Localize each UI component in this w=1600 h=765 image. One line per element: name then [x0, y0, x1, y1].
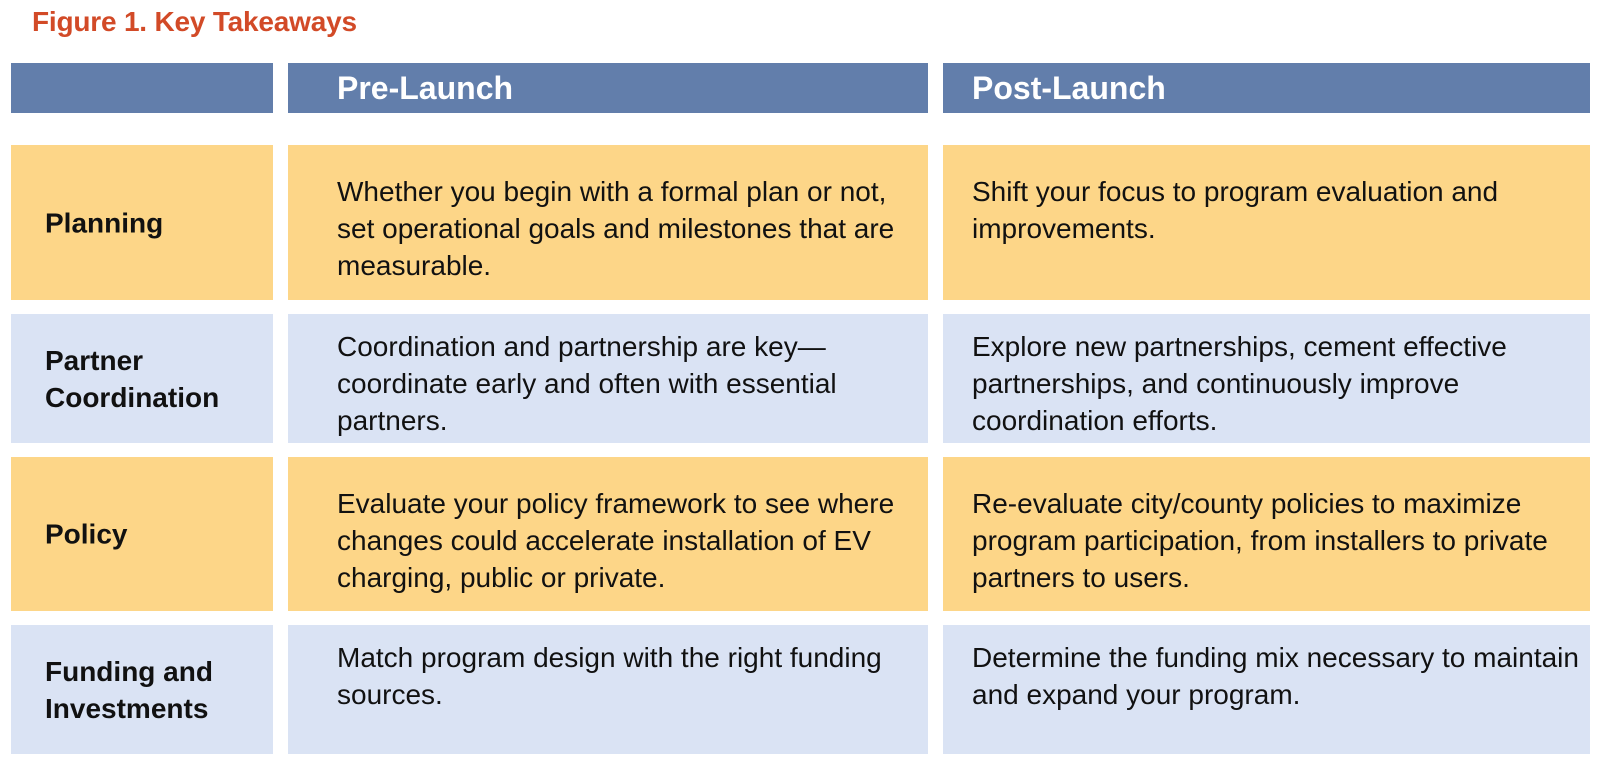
row-label-cell-partner-coordination: Partner Coordination: [11, 314, 273, 443]
pre-launch-cell-funding-and-investments: Match program design with the right fund…: [288, 625, 928, 754]
post-launch-text: Shift your focus to program evaluation a…: [972, 176, 1499, 244]
post-launch-text: Re-evaluate city/county policies to maxi…: [972, 488, 1548, 593]
pre-launch-cell-planning: Whether you begin with a formal plan or …: [288, 145, 928, 300]
post-launch-text: Explore new partnerships, cement effecti…: [972, 331, 1507, 436]
header-pre-launch-cell: Pre-Launch: [288, 63, 928, 113]
header-post-launch: Post-Launch: [972, 70, 1166, 106]
pre-launch-text: Whether you begin with a formal plan or …: [337, 176, 895, 281]
post-launch-cell-planning: Shift your focus to program evaluation a…: [943, 145, 1590, 300]
row-label-cell-policy: Policy: [11, 457, 273, 611]
row-label: Planning: [45, 207, 164, 238]
header-pre-launch: Pre-Launch: [337, 70, 514, 106]
post-launch-text: Determine the funding mix necessary to m…: [972, 642, 1579, 710]
figure-title: Figure 1. Key Takeaways: [32, 6, 357, 37]
pre-launch-cell-policy: Evaluate your policy framework to see wh…: [288, 457, 928, 611]
row-label: Funding and Investments: [45, 655, 213, 724]
row-label-cell-planning: Planning: [11, 145, 273, 300]
pre-launch-text: Coordination and partnership are key—coo…: [337, 331, 837, 436]
header-post-launch-cell: Post-Launch: [943, 63, 1590, 113]
post-launch-cell-funding-and-investments: Determine the funding mix necessary to m…: [943, 625, 1590, 754]
pre-launch-text: Match program design with the right fund…: [337, 642, 882, 710]
post-launch-cell-partner-coordination: Explore new partnerships, cement effecti…: [943, 314, 1590, 443]
row-label-cell-funding-and-investments: Funding and Investments: [11, 625, 273, 754]
row-label: Partner Coordination: [45, 344, 220, 413]
pre-launch-text: Evaluate your policy framework to see wh…: [337, 488, 895, 593]
header-corner-cell: [11, 63, 273, 113]
post-launch-cell-policy: Re-evaluate city/county policies to maxi…: [943, 457, 1590, 611]
row-label: Policy: [45, 518, 128, 550]
pre-launch-cell-partner-coordination: Coordination and partnership are key—coo…: [288, 314, 928, 443]
